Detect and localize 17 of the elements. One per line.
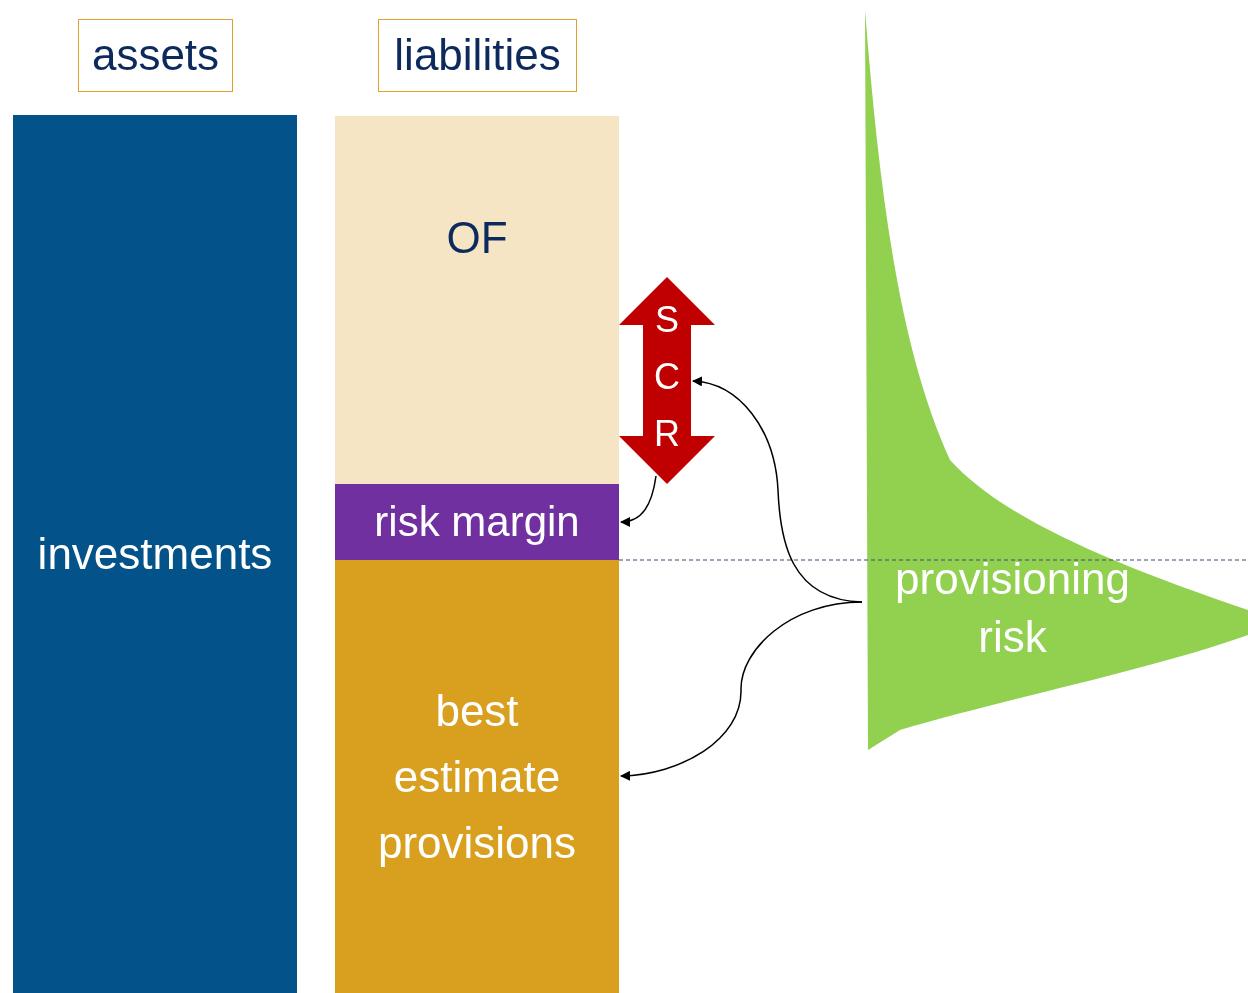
node-label: risk margin: [374, 496, 580, 547]
arrow: [620, 601, 863, 781]
header-box: [378, 19, 577, 92]
funds-block: [335, 116, 619, 484]
node-label: OF: [446, 212, 508, 264]
node-label: investments: [37, 527, 273, 580]
margin-block: [335, 484, 619, 560]
asset-bar: [13, 115, 297, 993]
arrow: [620, 475, 657, 527]
provisions-block: [335, 560, 619, 993]
node-label: assets: [91, 29, 220, 82]
node-label: provisioning risk: [894, 553, 1131, 663]
node-label: S C R: [653, 298, 681, 456]
double-arrow: [619, 277, 715, 484]
node-label: best estimate provisions: [376, 684, 578, 869]
header-box: [78, 19, 233, 92]
node-label: liabilities: [394, 29, 561, 82]
